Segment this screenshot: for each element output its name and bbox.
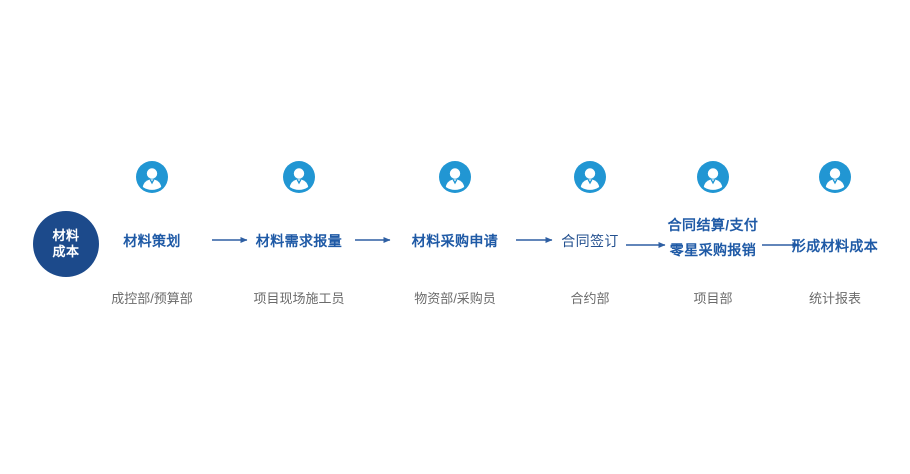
flow-node-5-sublabel: 项目部	[693, 291, 733, 306]
flow-node-5-label-line1: 合同结算/支付	[667, 217, 759, 233]
flow-node-4-label: 合同签订	[561, 233, 619, 249]
flow-node-5-label: 合同结算/支付 零星采购报销	[638, 213, 788, 263]
user-avatar-icon	[439, 161, 471, 193]
user-avatar-icon	[283, 161, 315, 193]
flow-node-3-sublabel: 物资部/采购员	[414, 291, 496, 306]
flow-node-5-label-line2: 零星采购报销	[669, 242, 757, 258]
user-avatar-icon	[574, 161, 606, 193]
flow-node-6-label: 形成材料成本	[791, 238, 879, 254]
flow-node-1-label: 材料策划	[123, 233, 181, 249]
flow-node-3-label: 材料采购申请	[411, 233, 499, 249]
flow-node-5[interactable]: 合同结算/支付 零星采购报销 项目部	[638, 0, 788, 474]
flow-node-4[interactable]: 合同签订 合约部	[515, 0, 665, 474]
flow-node-1-sublabel: 成控部/预算部	[111, 291, 193, 306]
flow-node-2-label: 材料需求报量	[255, 233, 343, 249]
flow-node-2[interactable]: 材料需求报量 项目现场施工员	[224, 0, 374, 474]
user-avatar-icon	[697, 161, 729, 193]
origin-badge-material-cost: 材料 成本	[33, 211, 99, 277]
user-avatar-icon	[819, 161, 851, 193]
flow-node-1[interactable]: 材料策划 成控部/预算部	[77, 0, 227, 474]
flow-node-4-sublabel: 合约部	[570, 291, 610, 306]
flow-node-2-sublabel: 项目现场施工员	[253, 291, 345, 306]
flow-node-6[interactable]: 形成材料成本 统计报表	[760, 0, 910, 474]
flow-node-6-sublabel: 统计报表	[808, 291, 861, 306]
flow-node-3[interactable]: 材料采购申请 物资部/采购员	[380, 0, 530, 474]
origin-badge-line1: 材料	[52, 228, 80, 243]
user-avatar-icon	[136, 161, 168, 193]
origin-badge-line2: 成本	[52, 244, 80, 259]
